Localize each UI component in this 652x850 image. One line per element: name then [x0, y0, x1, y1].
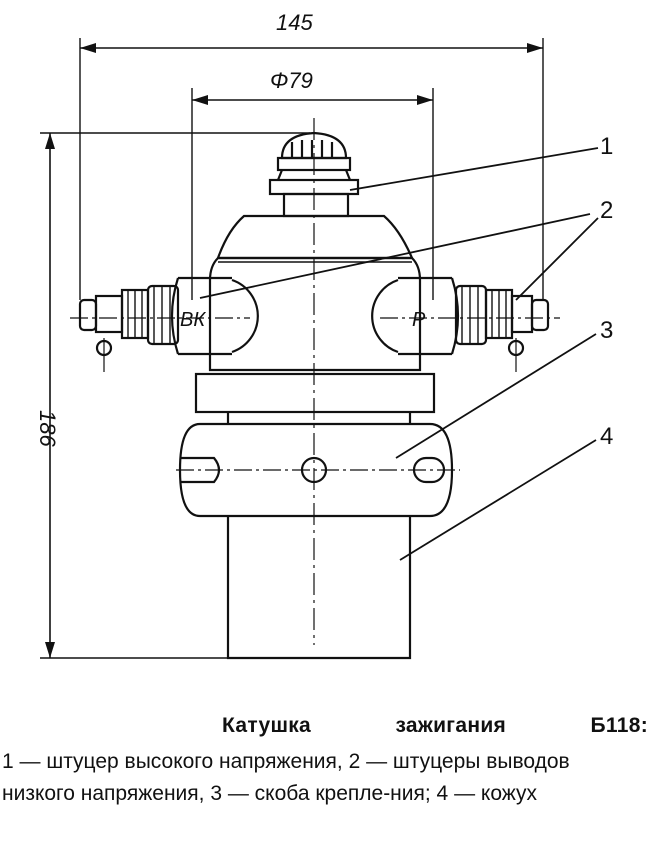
callout-4: 4 — [600, 423, 613, 450]
high-voltage-terminal — [268, 131, 360, 218]
overall-width-label: 145 — [276, 10, 313, 35]
ignition-coil-drawing: 145 Φ79 186 — [35, 10, 613, 660]
coil-upper-body — [208, 256, 422, 372]
mounting-bracket — [176, 422, 460, 518]
coil-casing — [226, 412, 412, 660]
low-voltage-terminal-left: ВК — [70, 276, 259, 372]
caption-title: Катушка зажигания Б118: — [222, 714, 648, 737]
diameter-dimension: Φ79 — [191, 68, 434, 300]
coil-collar — [194, 372, 436, 414]
low-voltage-terminal-right: Р — [371, 276, 560, 372]
callout-3: 3 — [600, 317, 613, 344]
leader-lines — [199, 147, 599, 561]
callout-1: 1 — [600, 133, 613, 160]
overall-width-dimension: 145 — [79, 10, 544, 300]
height-label: 186 — [35, 410, 60, 447]
figure-caption: Катушка зажигания Б118: 1 — штуцер высок… — [0, 708, 652, 850]
terminal-mark-right: Р — [412, 309, 426, 331]
diameter-label: Φ79 — [270, 68, 313, 93]
caption-body: 1 — штуцер высокого напряжения, 2 — штуц… — [2, 750, 570, 805]
callout-2: 2 — [600, 197, 613, 224]
height-dimension: 186 — [35, 132, 310, 659]
terminal-mark-left: ВК — [180, 309, 206, 331]
coil-cover-dome — [216, 214, 414, 260]
